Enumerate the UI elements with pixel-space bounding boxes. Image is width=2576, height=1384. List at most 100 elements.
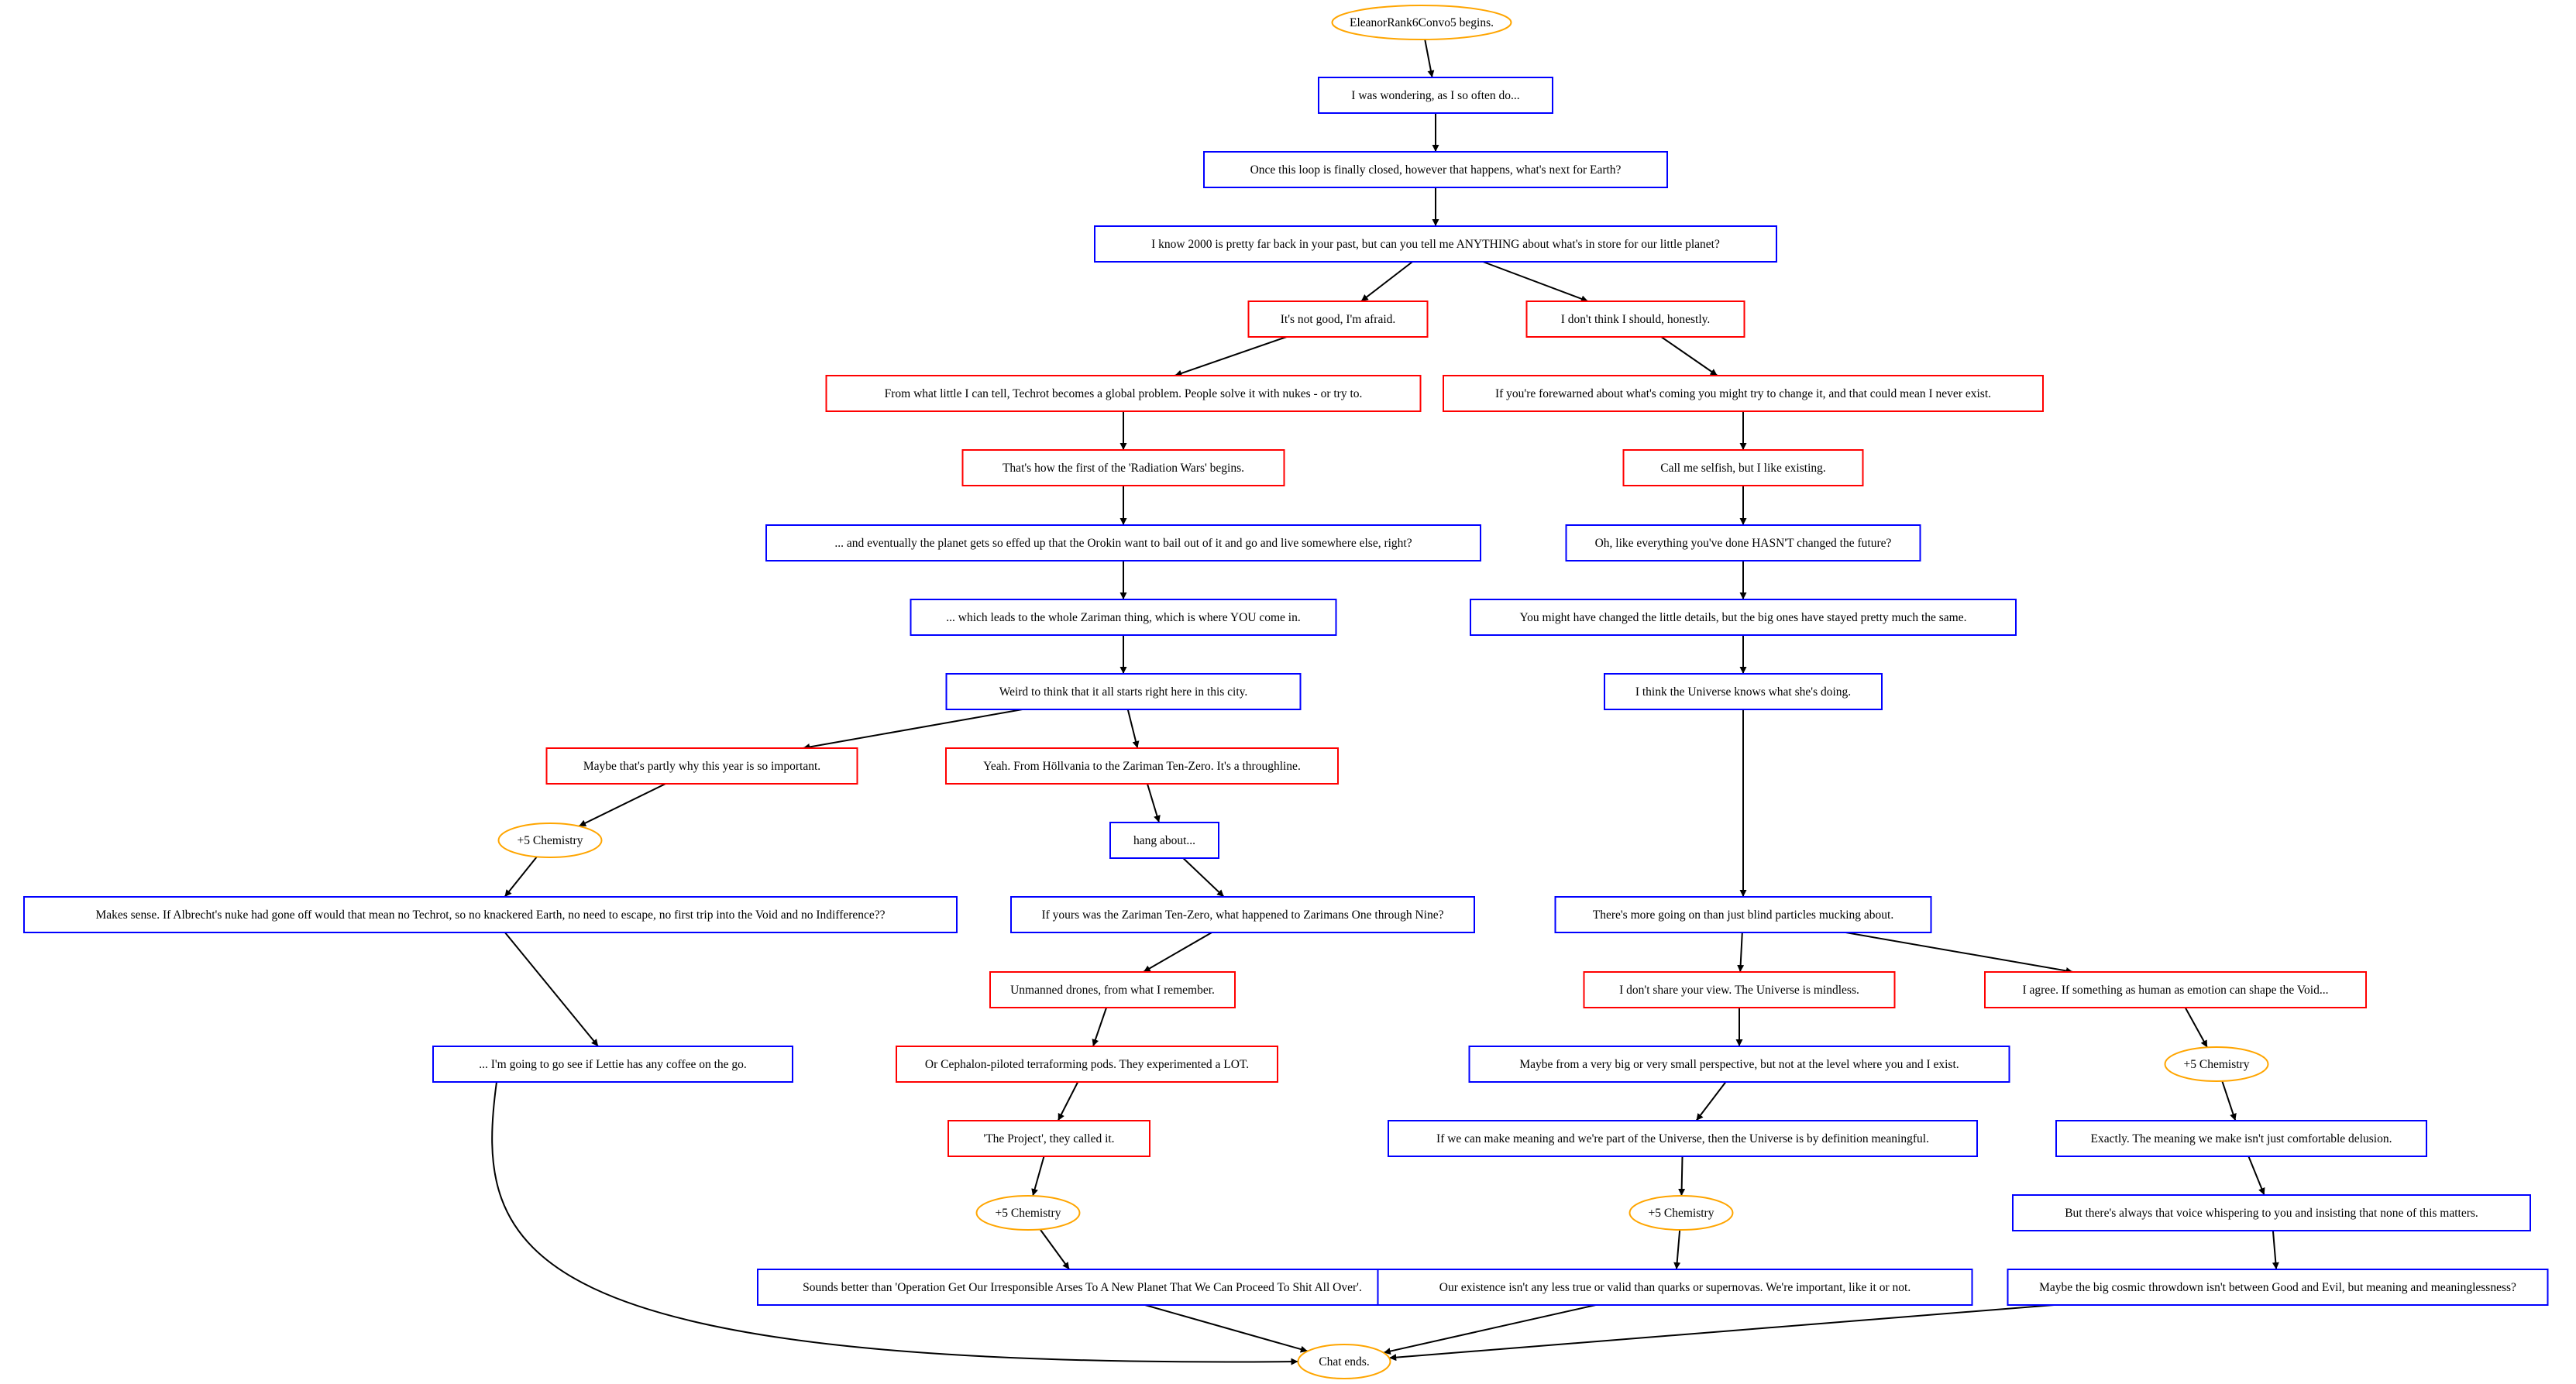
node-l6a: Maybe that's partly why this year is so … xyxy=(545,747,858,785)
node-box xyxy=(1094,225,1777,263)
edge-hang-to-yours xyxy=(1182,857,1225,898)
edge-unm-to-ceph xyxy=(1092,1007,1108,1047)
node-l4: ... which leads to the whole Zariman thi… xyxy=(910,599,1337,636)
node-label: Chat ends. xyxy=(1319,1355,1369,1369)
node-label: Maybe from a very big or very small pers… xyxy=(1519,1058,1959,1071)
node-label: Makes sense. If Albrecht's nuke had gone… xyxy=(95,908,885,922)
node-label: Maybe that's partly why this year is so … xyxy=(583,760,820,773)
edge-voice-to-cosmic xyxy=(2272,1230,2279,1270)
edge-n3-to-c2 xyxy=(1482,261,1589,303)
node-box xyxy=(545,747,858,785)
node-l2: That's how the first of the 'Radiation W… xyxy=(961,449,1285,486)
node-box xyxy=(1984,971,2367,1008)
node-label: But there's always that voice whispering… xyxy=(2065,1207,2478,1220)
node-label: I don't share your view. The Universe is… xyxy=(1619,984,1859,997)
edge-coffee-to-end xyxy=(491,1081,1298,1365)
node-box xyxy=(1622,449,1864,486)
edge-chem1-to-ms xyxy=(504,856,538,898)
node-agr: I agree. If something as human as emotio… xyxy=(1984,971,2367,1008)
node-box xyxy=(1443,375,2044,412)
node-label: Yeah. From Höllvania to the Zariman Ten-… xyxy=(983,760,1301,773)
edge-agr-to-chem2 xyxy=(2184,1007,2208,1048)
node-box xyxy=(2012,1194,2531,1231)
node-end: Chat ends. xyxy=(1297,1344,1391,1379)
node-coffee: ... I'm going to go see if Lettie has an… xyxy=(432,1046,793,1083)
edge-proj-to-chem3 xyxy=(1031,1156,1045,1197)
node-box xyxy=(1565,524,1921,561)
node-label: I know 2000 is pretty far back in your p… xyxy=(1151,238,1720,251)
node-l3: ... and eventually the planet gets so ef… xyxy=(765,524,1481,561)
node-box xyxy=(1583,971,1896,1008)
node-label: Exactly. The meaning we make isn't just … xyxy=(2091,1132,2392,1145)
edge-maybe-to-ifwe xyxy=(1695,1081,1727,1121)
node-box xyxy=(2007,1269,2549,1306)
edge-ceph-to-proj xyxy=(1057,1081,1079,1121)
node-chem4: +5 Chemistry xyxy=(1628,1195,1734,1231)
node-box xyxy=(432,1046,793,1083)
node-label: It's not good, I'm afraid. xyxy=(1281,313,1396,326)
node-label: I agree. If something as human as emotio… xyxy=(2022,984,2328,997)
node-maybe: Maybe from a very big or very small pers… xyxy=(1468,1046,2010,1083)
node-box xyxy=(1470,599,2017,636)
node-box xyxy=(1247,300,1429,338)
edge-ifwe-to-chem4 xyxy=(1678,1156,1686,1197)
node-box xyxy=(757,1269,1408,1306)
node-proj: 'The Project', they called it. xyxy=(948,1120,1150,1157)
node-ms: Makes sense. If Albrecht's nuke had gone… xyxy=(23,896,958,933)
node-yours: If yours was the Zariman Ten-Zero, what … xyxy=(1010,896,1475,933)
node-unm: Unmanned drones, from what I remember. xyxy=(989,971,1236,1008)
node-box xyxy=(2055,1120,2427,1157)
node-n3: I know 2000 is pretty far back in your p… xyxy=(1094,225,1777,263)
node-label: That's how the first of the 'Radiation W… xyxy=(1003,462,1244,475)
node-ellipse xyxy=(497,823,603,858)
node-label: I was wondering, as I so often do... xyxy=(1351,89,1519,102)
edge-sounds-to-end xyxy=(1144,1304,1309,1353)
node-label: hang about... xyxy=(1133,834,1195,847)
node-box xyxy=(23,896,958,933)
node-label: Once this loop is finally closed, howeve… xyxy=(1250,163,1622,177)
edge-start-to-n1 xyxy=(1424,39,1435,78)
node-box xyxy=(765,524,1481,561)
node-box xyxy=(945,673,1302,710)
node-box xyxy=(1010,896,1475,933)
node-label: +5 Chemistry xyxy=(2184,1058,2250,1071)
node-box xyxy=(945,747,1339,785)
node-label: Or Cephalon-piloted terraforming pods. T… xyxy=(925,1058,1249,1071)
node-label: Oh, like everything you've done HASN'T c… xyxy=(1595,537,1892,550)
node-label: ... which leads to the whole Zariman thi… xyxy=(946,611,1300,624)
node-n2: Once this loop is finally closed, howeve… xyxy=(1203,151,1668,188)
edge-exist-to-end xyxy=(1383,1304,1596,1355)
node-c2: I don't think I should, honestly. xyxy=(1525,300,1745,338)
node-box xyxy=(1468,1046,2010,1083)
node-dis: I don't share your view. The Universe is… xyxy=(1583,971,1896,1008)
node-box xyxy=(989,971,1236,1008)
node-box xyxy=(1203,151,1668,188)
edge-n3-to-c1 xyxy=(1360,261,1413,302)
node-c1: It's not good, I'm afraid. xyxy=(1247,300,1429,338)
node-label: If yours was the Zariman Ten-Zero, what … xyxy=(1041,908,1443,922)
node-label: Call me selfish, but I like existing. xyxy=(1660,462,1826,475)
node-label: I don't think I should, honestly. xyxy=(1561,313,1711,326)
node-label: 'The Project', they called it. xyxy=(983,1132,1114,1145)
node-r4: You might have changed the little detail… xyxy=(1470,599,2017,636)
node-box xyxy=(948,1120,1150,1157)
node-label: If you're forewarned about what's coming… xyxy=(1495,387,1991,400)
edge-l6a-to-chem1 xyxy=(578,783,666,827)
node-ifwe: If we can make meaning and we're part of… xyxy=(1388,1120,1978,1157)
node-label: ... and eventually the planet gets so ef… xyxy=(834,537,1412,550)
node-ellipse xyxy=(1628,1195,1734,1231)
node-n1: I was wondering, as I so often do... xyxy=(1318,77,1553,114)
node-r1: If you're forewarned about what's coming… xyxy=(1443,375,2044,412)
node-box xyxy=(825,375,1422,412)
node-label: EleanorRank6Convo5 begins. xyxy=(1350,16,1494,29)
edge-c2-to-r1 xyxy=(1660,336,1718,376)
edge-chem4-to-exist xyxy=(1673,1229,1681,1270)
node-r2: Call me selfish, but I like existing. xyxy=(1622,449,1864,486)
node-box xyxy=(1525,300,1745,338)
edge-ms-to-coffee xyxy=(504,932,599,1047)
node-label: You might have changed the little detail… xyxy=(1520,611,1967,624)
edge-r6-to-dis xyxy=(1737,932,1745,973)
node-label: I think the Universe knows what she's do… xyxy=(1635,685,1851,699)
node-label: There's more going on than just blind pa… xyxy=(1593,908,1894,922)
